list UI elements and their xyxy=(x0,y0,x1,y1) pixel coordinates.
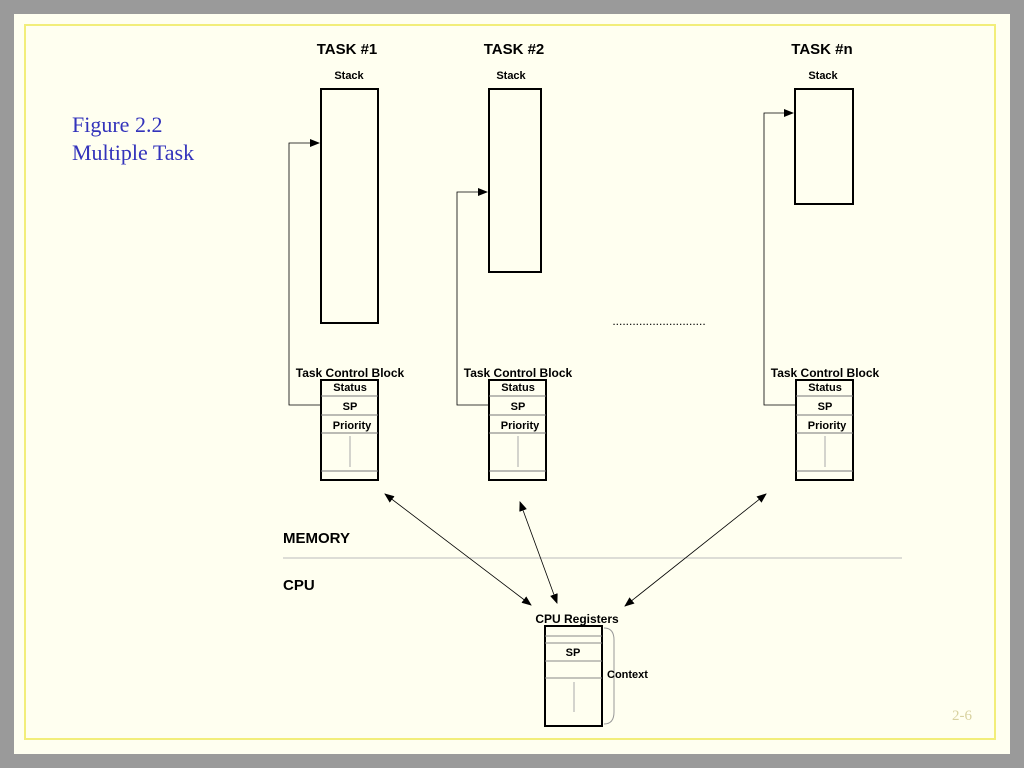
tcb-priority-field: Priority xyxy=(501,420,540,432)
memory-label: MEMORY xyxy=(283,530,350,547)
stack-box xyxy=(320,88,379,324)
stack-box xyxy=(794,88,854,205)
tcb-sp-field: SP xyxy=(818,401,833,413)
stack-label: Stack xyxy=(334,70,364,82)
figure-caption: Figure 2.2 Multiple Task xyxy=(72,111,194,167)
task-title: TASK #1 xyxy=(317,41,378,58)
sp-pointer-arrow xyxy=(288,139,321,406)
cpu-registers-label: CPU Registers xyxy=(535,612,619,626)
tcb-priority-field: Priority xyxy=(808,420,847,432)
tcb-status-field: Status xyxy=(808,382,842,394)
context-arrow-task-1 xyxy=(384,493,532,606)
task-control-block: Status SP Priority xyxy=(488,379,547,481)
context-brace xyxy=(603,627,615,725)
task-2: TASK #2 Stack Task Control Block Status … xyxy=(456,41,573,481)
tcb-status-field: Status xyxy=(333,382,367,394)
sp-pointer-arrow xyxy=(456,188,489,406)
task-title: TASK #n xyxy=(791,41,852,58)
cpu-sp-register: SP xyxy=(566,647,581,659)
figure-number: Figure 2.2 xyxy=(72,112,163,137)
tcb-label: Task Control Block xyxy=(464,366,573,380)
context-label: Context xyxy=(607,669,648,681)
tcb-status-field: Status xyxy=(501,382,535,394)
cpu-registers: CPU Registers SP Context xyxy=(535,612,648,727)
context-arrow-task-n xyxy=(624,493,767,607)
task-control-block: Status SP Priority xyxy=(795,379,854,481)
sp-pointer-arrow xyxy=(763,109,796,406)
tcb-label: Task Control Block xyxy=(771,366,880,380)
tcb-sp-field: SP xyxy=(511,401,526,413)
tcb-sp-field: SP xyxy=(343,401,358,413)
stack-box xyxy=(488,88,542,273)
task-1: TASK #1 Stack Task Control Block Status … xyxy=(288,41,405,481)
more-tasks-ellipsis: ............................ xyxy=(612,314,705,328)
slide-border xyxy=(24,24,996,740)
stack-label: Stack xyxy=(496,70,526,82)
task-control-block: Status SP Priority xyxy=(320,379,379,481)
page-number: 2-6 xyxy=(952,708,972,724)
stack-label: Stack xyxy=(808,70,838,82)
slide xyxy=(14,14,1010,754)
tcb-priority-field: Priority xyxy=(333,420,372,432)
cpu-label: CPU xyxy=(283,577,315,594)
context-arrow-task-2 xyxy=(519,501,558,604)
tcb-label: Task Control Block xyxy=(296,366,405,380)
task-title: TASK #2 xyxy=(484,41,545,58)
figure-title: Multiple Task xyxy=(72,140,195,165)
task-n: TASK #n Stack Task Control Block Status … xyxy=(763,41,880,481)
